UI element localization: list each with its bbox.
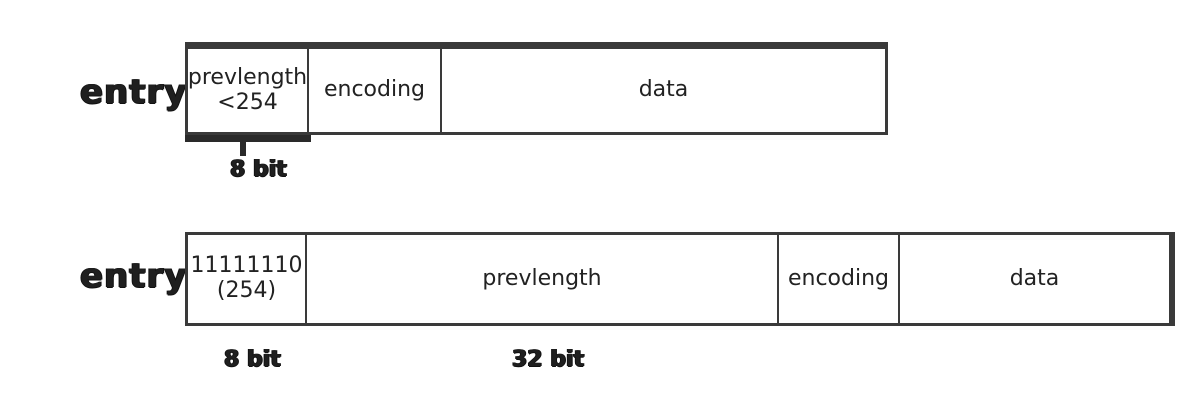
field-marker-decimal: (254) (216, 278, 277, 303)
field-data: data (900, 235, 1169, 323)
size-bracket-stem (240, 140, 246, 156)
field-prevlength: prevlength (307, 235, 779, 323)
field-encoding: encoding (309, 49, 442, 132)
field-prevlength-marker: 11111110 (254) (188, 235, 307, 323)
field-prevlength-label: prevlength (482, 265, 602, 291)
size-label-prevlength: 32 bit (512, 347, 585, 372)
field-encoding-label: encoding (787, 265, 890, 291)
size-label-prevlength: 8 bit (230, 157, 287, 182)
entry-box: 11111110 (254) prevlength encoding data (185, 232, 1175, 326)
field-prevlength: prevlength <254 (188, 49, 309, 132)
field-encoding-label: encoding (323, 77, 426, 103)
size-label-marker: 8 bit (224, 347, 281, 372)
field-data: data (442, 49, 885, 132)
size-bracket (185, 135, 311, 142)
field-prevlength-condition: <254 (217, 89, 278, 115)
field-prevlength-name: prevlength (187, 64, 308, 90)
field-marker-value: 11111110 (190, 253, 303, 279)
entry-label: entry (80, 256, 188, 296)
field-data-label: data (638, 77, 689, 103)
entry-label: entry (80, 72, 188, 112)
field-encoding: encoding (779, 235, 900, 323)
field-data-label: data (1009, 265, 1060, 291)
entry-box: prevlength <254 encoding data (185, 42, 888, 135)
